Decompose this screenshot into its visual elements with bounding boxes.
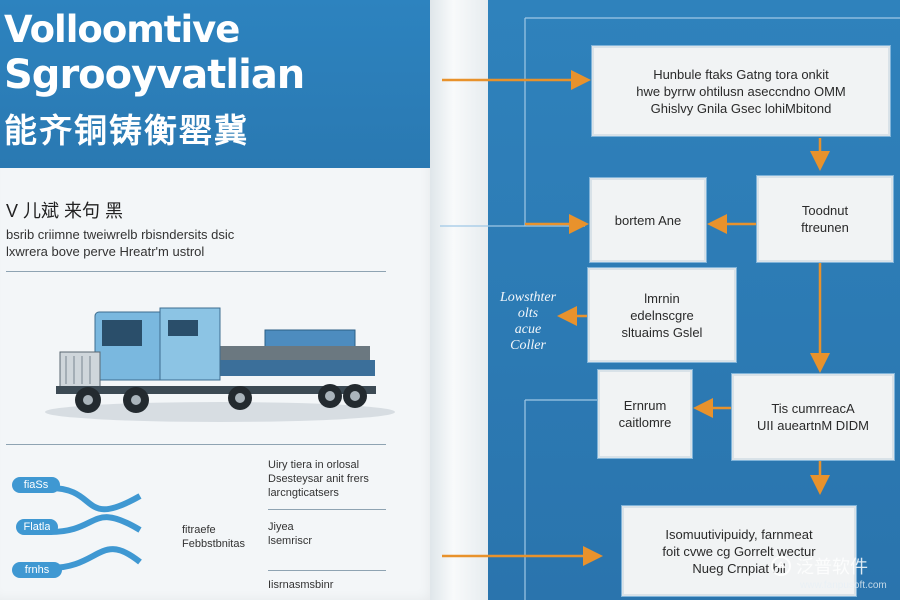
divider-small-1 <box>268 509 386 510</box>
brand-url: www.fanpusoft.com <box>800 580 887 591</box>
divider-small-2 <box>268 570 386 571</box>
flow-node-bottom: Isomuutivipuidy, farnmeat foit cvwe cg G… <box>622 506 856 596</box>
truck-illustration <box>45 307 395 422</box>
wave-connector-icon <box>49 485 142 571</box>
flow-node-left2: lmrnin edelnscgre sltuaims Gslel <box>588 268 736 362</box>
flow-node-top: Hunbule ftaks Gatng tora onkit hwe byrrw… <box>592 46 890 136</box>
right-text-block-2: Jiyea lsemriscr <box>268 521 312 547</box>
section-text-2: lxwrera bove perve Hreatr'm ustrol <box>6 244 205 259</box>
brand-logo-icon <box>771 556 791 576</box>
pill-label-1: fiaSs <box>12 477 60 493</box>
side-label: Lowsthter olts acue Coller <box>500 290 557 353</box>
flow-node-right1: Toodnut ftreunen <box>757 176 893 262</box>
page-title-line3: 能齐铜铸衡罂冀 <box>4 111 249 150</box>
pill-label-3: frnhs <box>12 562 62 578</box>
middle-text: fitraefe Febbstbnitas <box>182 524 245 550</box>
section-title: V 儿斌 来句 黑 <box>6 201 124 221</box>
truck-trailer-deck <box>200 360 375 376</box>
flow-node-right3: Tis cumrreacA UII aueartnM DIDM <box>732 374 894 460</box>
divider-bottom <box>6 444 386 445</box>
right-text-block-3: Iisrnasmsbinr <box>268 579 334 591</box>
book-gutter <box>430 0 488 600</box>
section-text-1: bsrib criimne tweiwrelb rbisndersits dsi… <box>6 227 235 242</box>
left-header-band: Volloomtive Sgrooyvatlian 能齐铜铸衡罂冀 <box>0 0 430 168</box>
brand-text: 泛普软件 <box>796 557 868 577</box>
pill-label-2: Flatla <box>16 519 58 535</box>
flow-node-left1: bortem Ane <box>590 178 706 262</box>
flow-node-left3: Ernrum caitlomre <box>598 370 692 458</box>
divider-top <box>6 271 386 272</box>
right-text-block-1: Uiry tiera in orlosal Dsesteysar anit fr… <box>268 459 369 499</box>
page-title-line1: Volloomtive <box>4 8 240 51</box>
page-title-line2: Sgrooyvatlian <box>4 52 305 98</box>
left-page: Volloomtive Sgrooyvatlian 能齐铜铸衡罂冀 V 儿斌 来… <box>0 0 438 600</box>
watermark: 泛普软件 <box>770 553 868 579</box>
